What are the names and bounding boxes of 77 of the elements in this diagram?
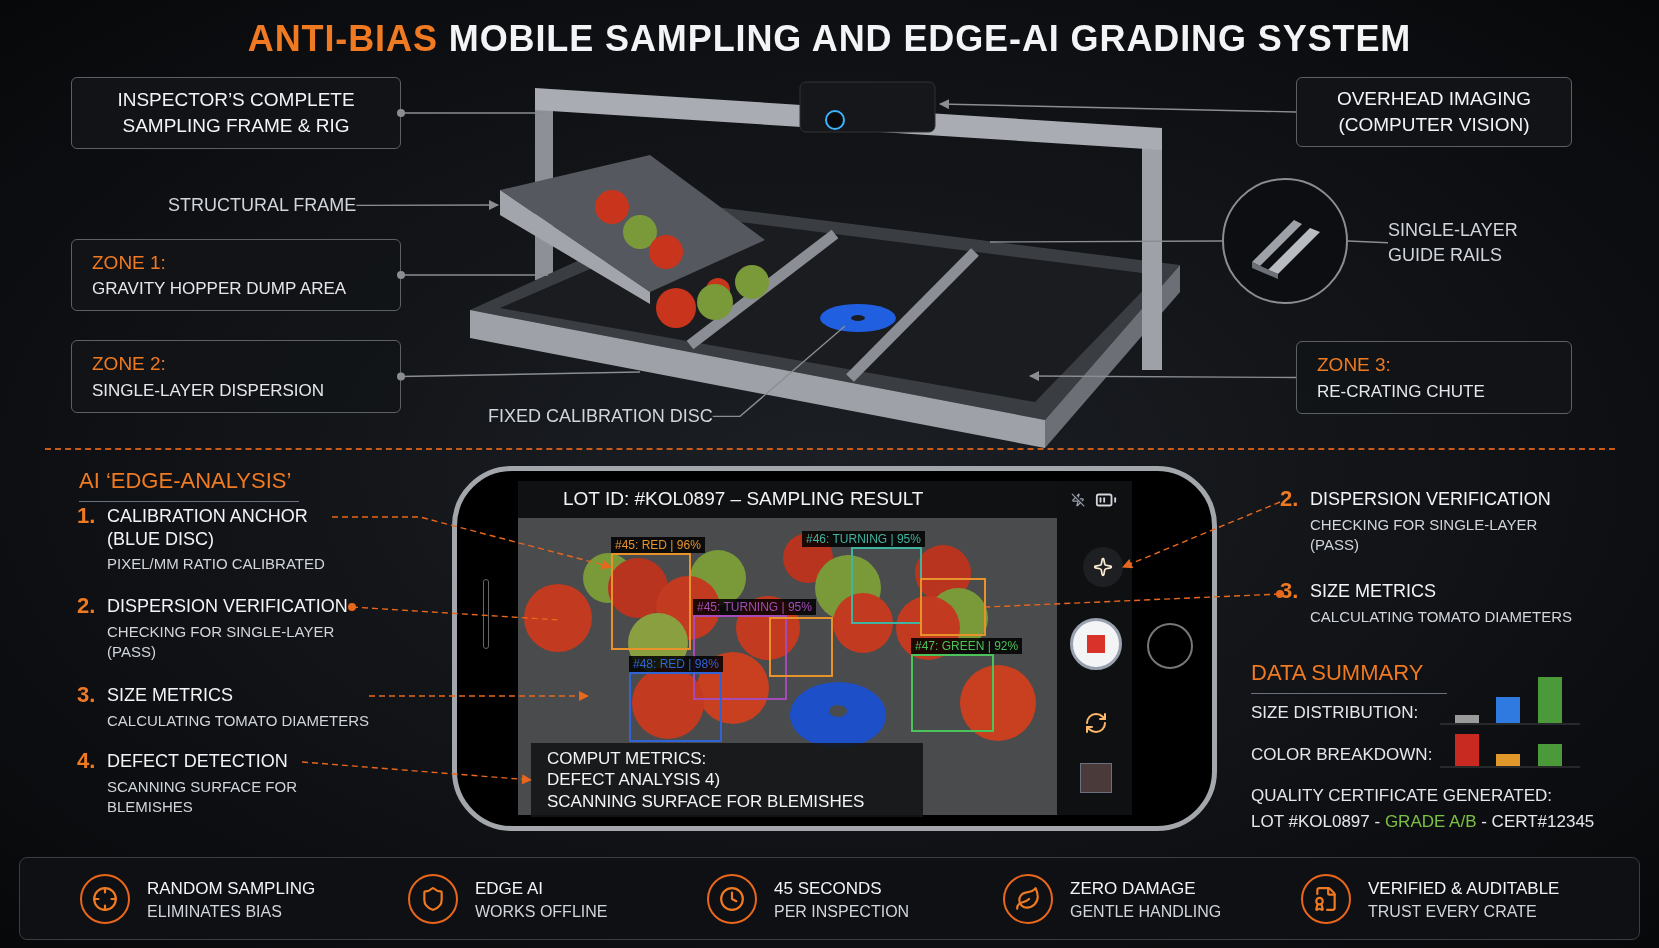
step-description: CHECKING FOR SINGLE-LAYER (PASS): [107, 621, 336, 663]
leader-line: [989, 240, 1223, 243]
callout-box: [71, 239, 401, 311]
detection-label: #46: TURNING | 95%: [802, 531, 925, 547]
arrow: [355, 200, 499, 210]
feature-title: ZERO DAMAGE: [1070, 878, 1196, 900]
step-number: 1.: [77, 505, 97, 527]
leader-line: [985, 590, 1284, 608]
callout-text: RE-CRATING CHUTE: [1317, 380, 1486, 402]
leader-line: [348, 603, 561, 621]
callout-label: SINGLE-LAYER GUIDE RAILS: [1388, 218, 1568, 268]
detection-label: #45: TURNING | 95%: [693, 599, 816, 615]
feature-title: RANDOM SAMPLING: [147, 878, 316, 900]
zone-heading: ZONE 1:: [92, 250, 167, 275]
feature-title: VERIFIED & AUDITABLE: [1368, 878, 1560, 900]
feature-subtitle: TRUST EVERY CRATE: [1368, 902, 1537, 922]
metrics-text: SCANNING SURFACE FOR BLEMISHES: [547, 790, 866, 812]
arrow: [939, 99, 1297, 113]
arrow: [331, 516, 612, 570]
detection-box: [920, 578, 986, 636]
detection-label: #45: RED | 96%: [611, 537, 705, 553]
feature-title: 45 SECONDS: [774, 878, 882, 900]
callout-text: SINGLE-LAYER DISPERSION: [92, 379, 326, 401]
step-number: 4.: [77, 750, 97, 772]
callout-box: [71, 340, 401, 413]
feature-subtitle: ELIMINATES BIAS: [147, 902, 282, 922]
zone-heading: ZONE 2:: [92, 352, 167, 376]
phone-frame: [452, 466, 1217, 831]
step-title: DEFECT DETECTION: [107, 750, 289, 773]
chart-label: SIZE DISTRIBUTION:: [1251, 702, 1419, 724]
step-description: PIXEL/MM RATIO CALIBRATED: [107, 554, 326, 574]
certificate-text: QUALITY CERTIFICATE GENERATED:: [1251, 785, 1552, 807]
leader-line: [712, 325, 846, 418]
step-number: 2.: [1280, 488, 1300, 510]
callout-box: [1296, 77, 1572, 147]
leader-line: [397, 271, 549, 279]
step-description: CALCULATING TOMATO DIAMETERS: [107, 710, 369, 731]
step-description: CHECKING FOR SINGLE-LAYER (PASS): [1310, 514, 1539, 556]
step-title: CALIBRATION ANCHOR (BLUE DISC): [107, 505, 309, 550]
feature-title: EDGE AI: [475, 878, 544, 900]
callout-label: STRUCTURAL FRAME: [168, 193, 357, 218]
step-title: DISPERSION VERIFICATION: [1310, 488, 1552, 511]
feature-subtitle: GENTLE HANDLING: [1070, 902, 1222, 922]
leader-line: [1347, 240, 1389, 244]
feature-subtitle: WORKS OFFLINE: [475, 902, 608, 922]
metrics-text: COMPUT METRICS:: [547, 748, 708, 770]
chart-label: COLOR BREAKDOWN:: [1251, 744, 1433, 766]
detection-label: #47: GREEN | 92%: [911, 638, 1023, 654]
arrow: [1029, 371, 1297, 382]
screen-title: LOT ID: #KOL0897 – SAMPLING RESULT: [563, 487, 924, 512]
detection-box: [769, 617, 833, 677]
section-heading: DATA SUMMARY: [1251, 656, 1448, 694]
callout-text: GRAVITY HOPPER DUMP AREA: [92, 278, 348, 300]
callout-text: INSPECTOR’S COMPLETE SAMPLING FRAME & RIG: [116, 87, 356, 138]
step-title: DISPERSION VERIFICATION: [107, 595, 349, 618]
feature-subtitle: PER INSPECTION: [774, 902, 910, 922]
detection-label: #48: RED | 98%: [629, 656, 723, 672]
step-title: SIZE METRICS: [107, 684, 234, 707]
arrow: [368, 691, 589, 701]
step-description: CALCULATING TOMATO DIAMETERS: [1310, 606, 1572, 627]
arrow: [1122, 501, 1281, 569]
section-heading: AI ‘EDGE-ANALYSIS’: [79, 464, 300, 502]
step-number: 2.: [77, 595, 97, 617]
certificate-text: LOT #KOL0897 - GRADE A/B - CERT#12345: [1251, 811, 1595, 833]
step-number: 3.: [77, 684, 97, 706]
callout-box: [1296, 341, 1572, 414]
callout-box: [71, 77, 401, 149]
title: ANTI-BIAS MOBILE SAMPLING AND EDGE-AI GRADING SYSTEM: [246, 17, 1413, 61]
metrics-text: DEFECT ANALYSIS 4): [547, 769, 722, 791]
callout-text: OVERHEAD IMAGING (COMPUTER VISION): [1335, 86, 1533, 137]
zone-heading: ZONE 3:: [1317, 353, 1392, 377]
arrow: [301, 761, 532, 785]
step-title: SIZE METRICS: [1310, 580, 1437, 603]
callout-label: FIXED CALIBRATION DISC: [488, 404, 713, 429]
metrics-panel: [531, 743, 923, 817]
step-description: SCANNING SURFACE FOR BLEMISHES: [107, 776, 299, 818]
leader-line: [397, 371, 641, 381]
